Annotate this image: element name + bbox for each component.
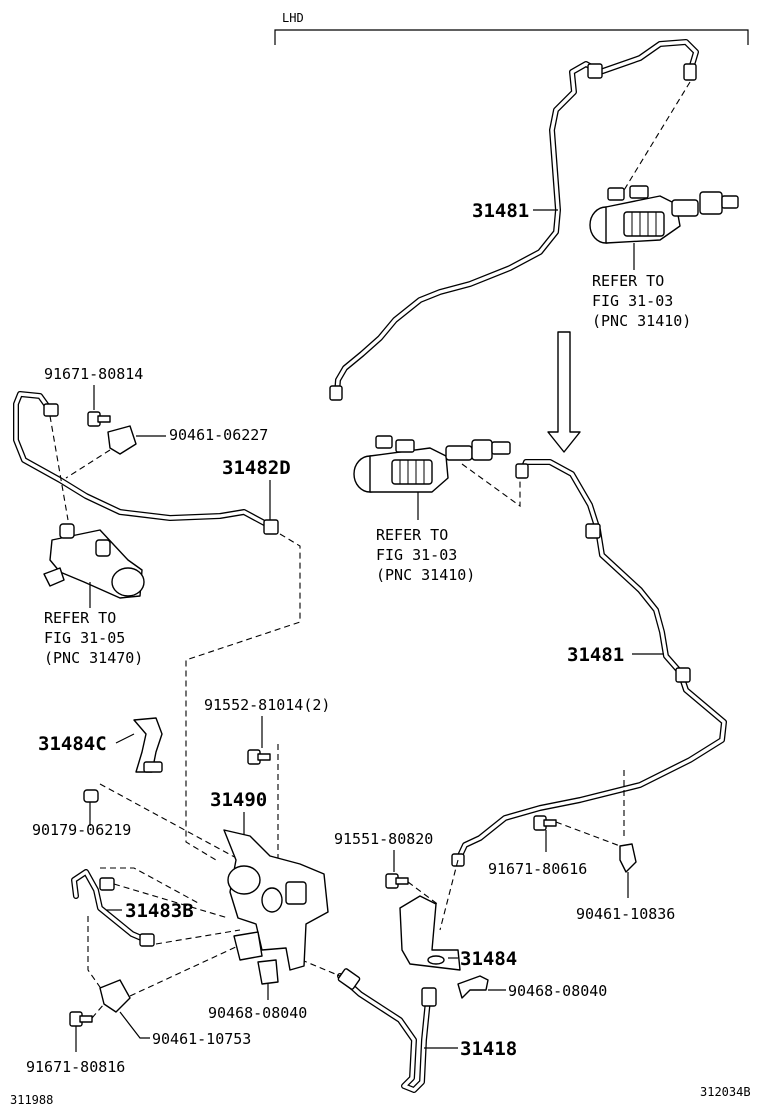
- label-91671-80814: 91671-80814: [44, 365, 143, 383]
- lhd-bracket: LHD: [274, 11, 749, 45]
- pipe-31482D[interactable]: [13, 391, 279, 535]
- ref-mid-line1: REFER TO: [376, 526, 448, 544]
- bolt-91671-80816[interactable]: [69, 1011, 93, 1027]
- bolt-91552-81014[interactable]: [247, 749, 271, 765]
- bracket-31484C[interactable]: [133, 717, 163, 773]
- label-31482D: 31482D: [222, 457, 291, 479]
- valve-31490[interactable]: [223, 829, 329, 971]
- label-31418: 31418: [460, 1038, 517, 1060]
- ref-top-line2: FIG 31-03: [592, 292, 673, 310]
- hose-31418[interactable]: [337, 968, 437, 1093]
- label-90468-08040-right: 90468-08040: [508, 982, 607, 1000]
- label-31484C: 31484C: [38, 733, 107, 755]
- label-90461-06227: 90461-06227: [169, 426, 268, 444]
- label-90461-10753: 90461-10753: [152, 1030, 251, 1048]
- label-31481-right: 31481: [567, 644, 624, 666]
- label-91671-80616: 91671-80616: [488, 860, 587, 878]
- label-91552-81014: 91552-81014(2): [204, 696, 330, 714]
- clip-90468-08040-bottom[interactable]: [257, 959, 279, 985]
- pipe-31483B[interactable]: [71, 869, 155, 947]
- ref-mid-line2: FIG 31-03: [376, 546, 457, 564]
- clip-90461-10836[interactable]: [619, 843, 637, 873]
- clip-90461-10753[interactable]: [99, 979, 131, 1013]
- label-91671-80816: 91671-80816: [26, 1058, 125, 1076]
- master-cylinder-middle[interactable]: [353, 435, 511, 493]
- clip-90468-08040-right[interactable]: [457, 975, 489, 999]
- down-arrow-icon: [547, 331, 581, 453]
- ref-top-line1: REFER TO: [592, 272, 664, 290]
- lhd-label: LHD: [282, 11, 304, 25]
- ref-left-line2: FIG 31-05: [44, 629, 125, 647]
- bolt-90179-06219[interactable]: [83, 789, 99, 803]
- clip-90461-06227[interactable]: [107, 425, 137, 455]
- label-90179-06219: 90179-06219: [32, 821, 131, 839]
- ref-left-line3: (PNC 31470): [44, 649, 143, 667]
- label-31490: 31490: [210, 789, 267, 811]
- release-cylinder[interactable]: [43, 523, 145, 599]
- label-91551-80820: 91551-80820: [334, 830, 433, 848]
- label-90461-10836: 90461-10836: [576, 905, 675, 923]
- label-90468-08040-bottom: 90468-08040: [208, 1004, 307, 1022]
- footer-code-left: 311988: [10, 1093, 53, 1107]
- bolt-91671-80616[interactable]: [533, 815, 557, 831]
- label-31481-top: 31481: [472, 200, 529, 222]
- bolt-91671-80814[interactable]: [87, 411, 111, 427]
- ref-left-line1: REFER TO: [44, 609, 116, 627]
- label-31484: 31484: [460, 948, 517, 970]
- master-cylinder-top[interactable]: [589, 185, 739, 244]
- label-31483B: 31483B: [125, 900, 194, 922]
- ref-mid-line3: (PNC 31410): [376, 566, 475, 584]
- bolt-91551-80820[interactable]: [385, 873, 409, 889]
- bracket-31484[interactable]: [399, 895, 461, 971]
- pipe-31481-right[interactable]: [451, 459, 727, 867]
- ref-top-line3: (PNC 31410): [592, 312, 691, 330]
- footer-code-right: 312034B: [700, 1085, 751, 1099]
